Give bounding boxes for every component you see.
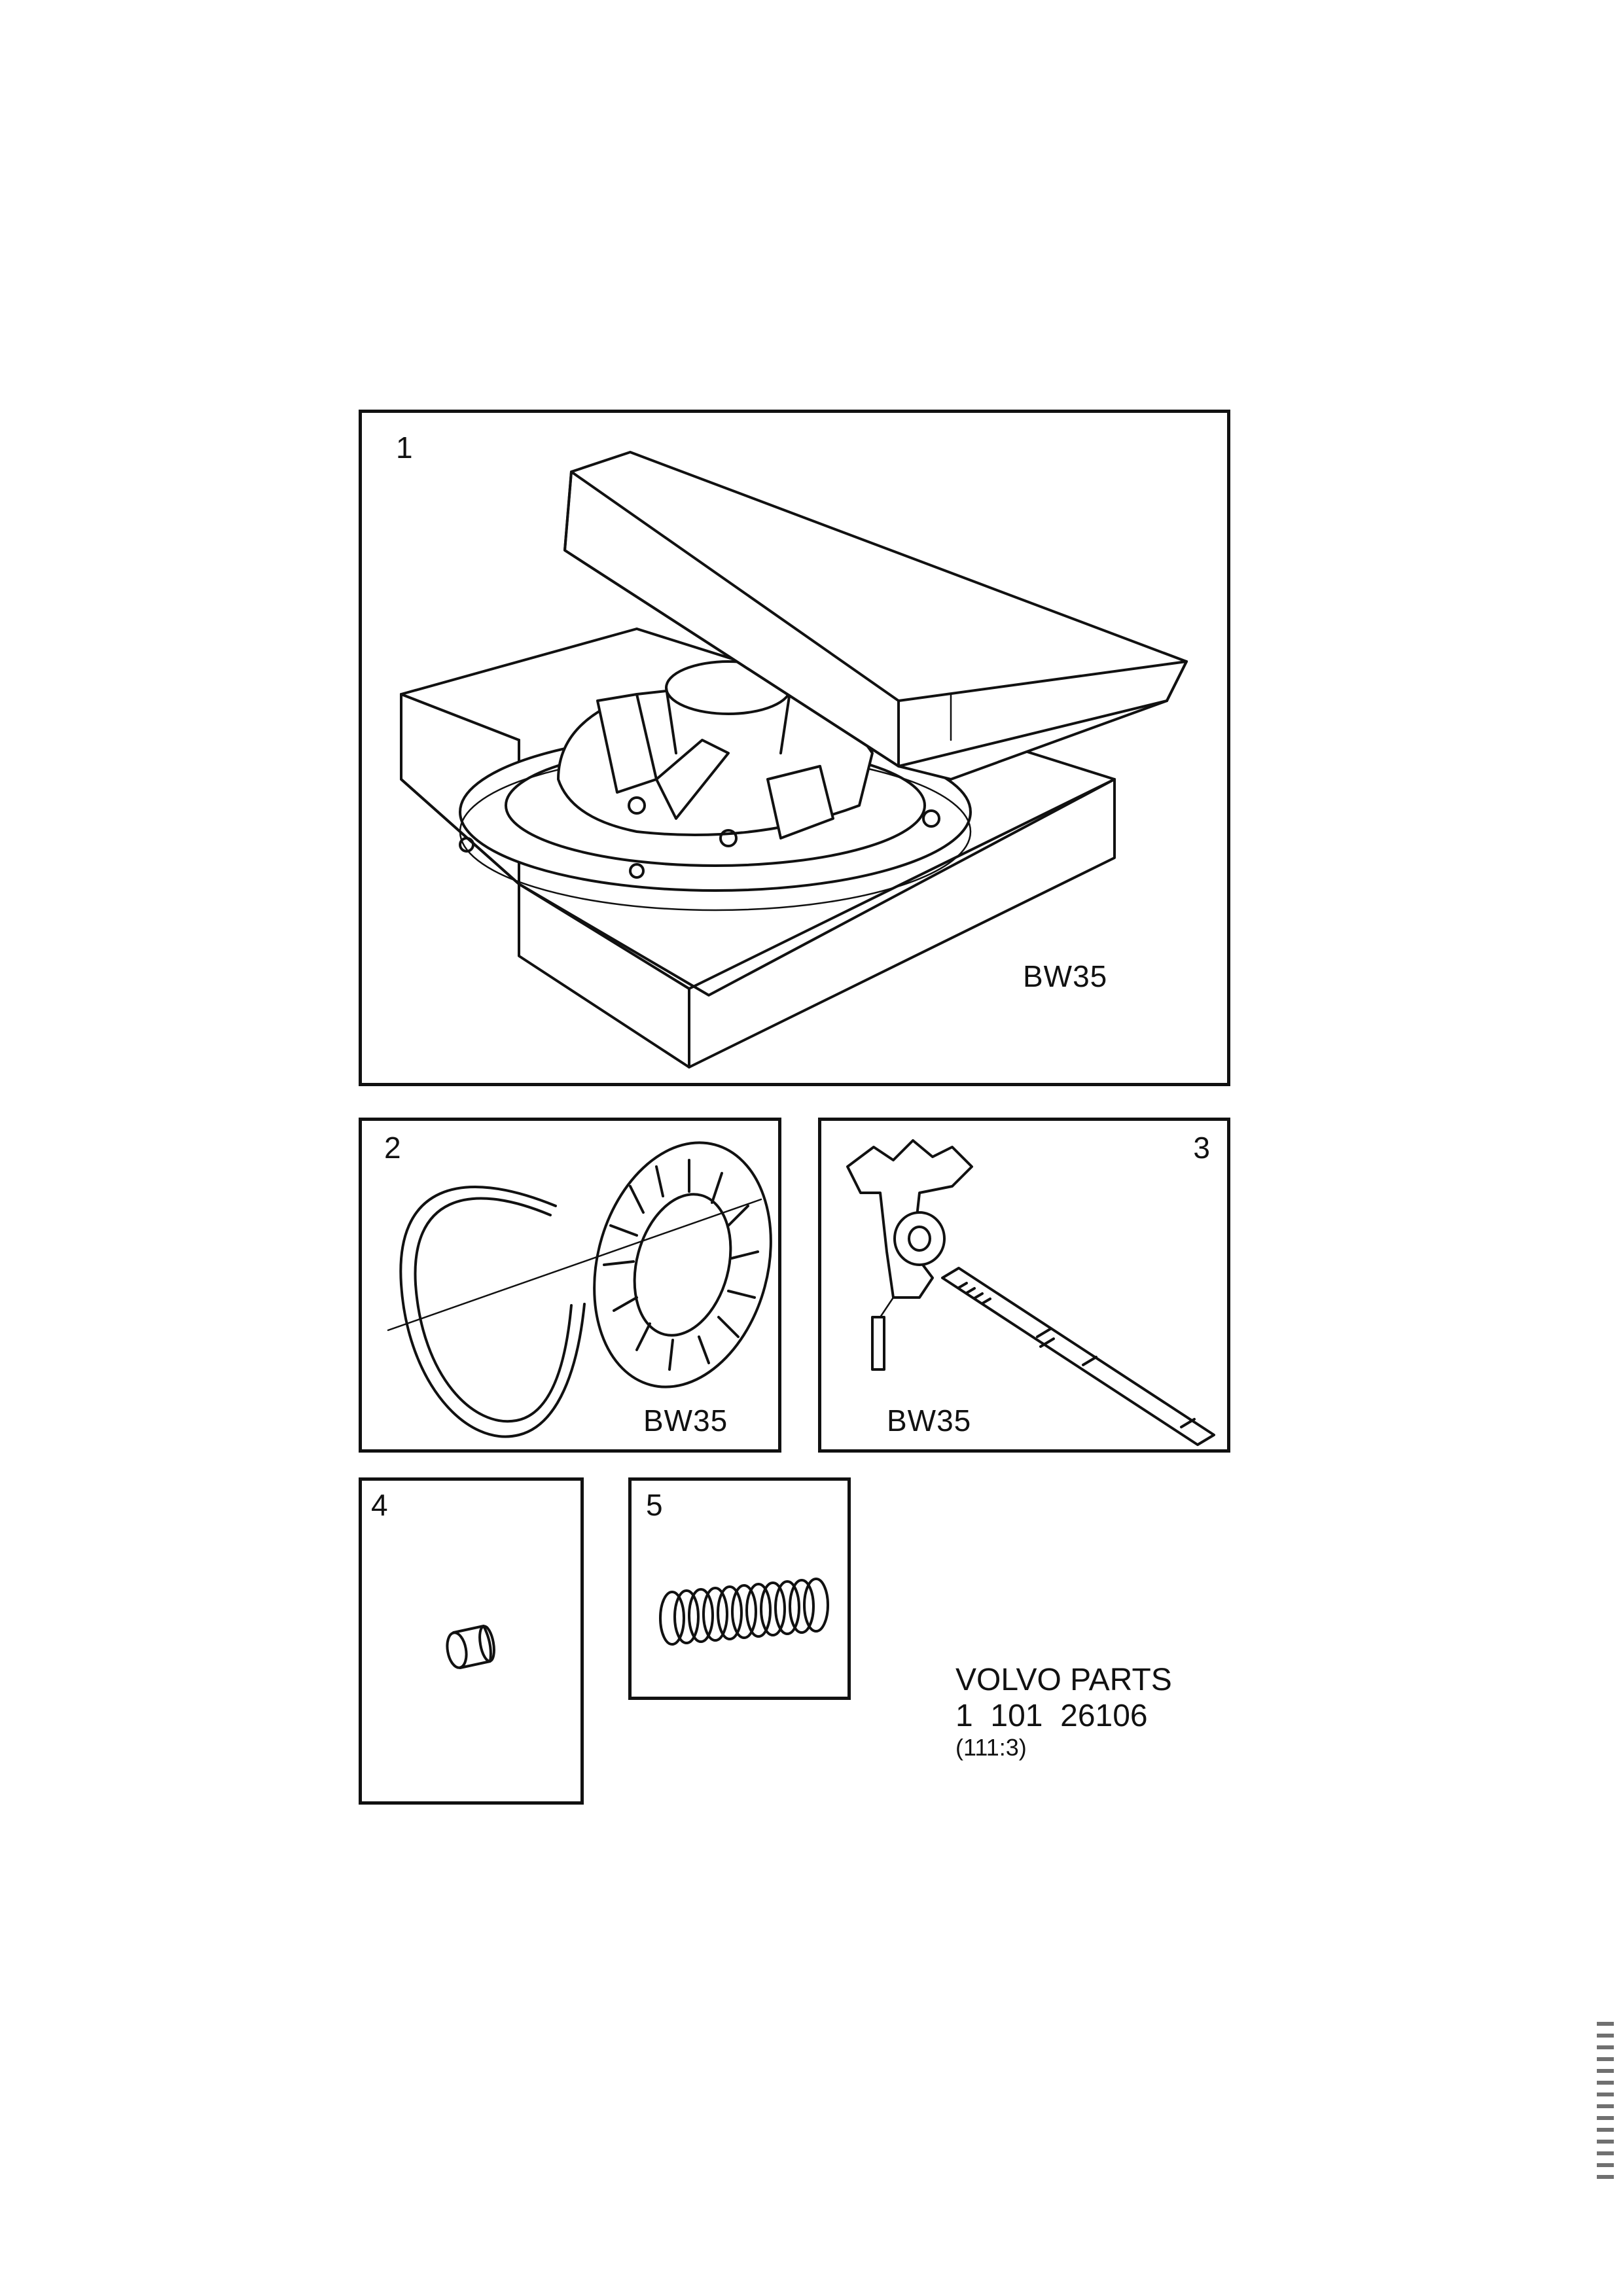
roller-icon [446, 1625, 495, 1669]
model-label: BW35 [643, 1404, 728, 1438]
parts-caption: VOLVO PARTS 1 101 26106 (111:3) [955, 1662, 1172, 1761]
panel-number: 4 [371, 1488, 388, 1522]
brand-title: VOLVO PARTS [955, 1663, 1172, 1697]
model-label: BW35 [887, 1404, 972, 1438]
panel-number: 2 [384, 1131, 401, 1165]
section-code: (111:3) [955, 1734, 1027, 1761]
ring-and-washer-icon [387, 1141, 772, 1438]
selector-lever-shaft-icon [846, 1139, 1215, 1446]
panel-number: 1 [396, 431, 413, 465]
illustration-panel-4: 4 [359, 1477, 584, 1805]
part-number: 1 101 26106 [955, 1699, 1148, 1734]
coil-spring-icon [659, 1578, 829, 1646]
binder-hole-marks [1597, 2022, 1614, 2179]
panel-number: 3 [1193, 1131, 1210, 1165]
illustration-panel-2: 2 BW35 [359, 1118, 781, 1453]
illustration-panel-1: 1 BW35 [359, 410, 1230, 1086]
pump-in-box-icon [400, 451, 1188, 1069]
illustration-panel-3: 3 BW35 [818, 1118, 1230, 1453]
illustration-panel-5: 5 [628, 1477, 851, 1700]
model-label: BW35 [1023, 959, 1108, 993]
panel-number: 5 [646, 1488, 663, 1522]
